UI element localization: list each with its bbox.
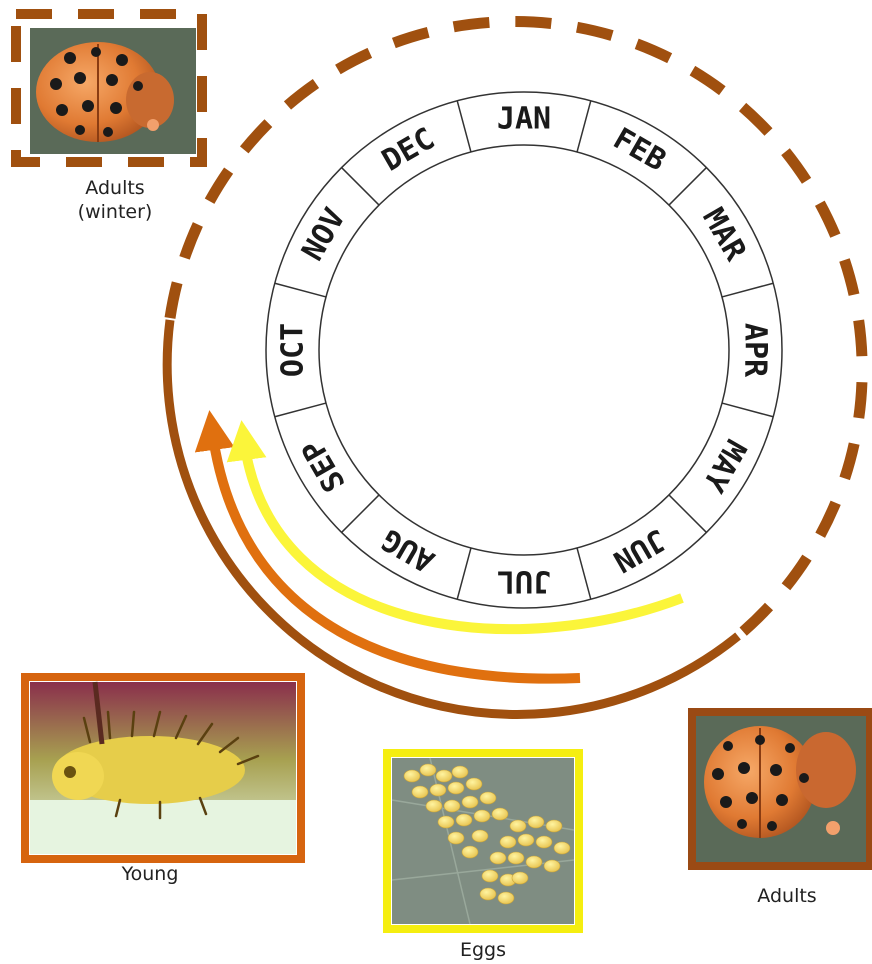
egg xyxy=(500,836,516,848)
egg xyxy=(430,784,446,796)
adults-photo xyxy=(692,712,870,866)
egg xyxy=(448,832,464,844)
egg xyxy=(472,830,488,842)
egg xyxy=(528,816,544,828)
month-label-jan: JAN xyxy=(497,102,551,137)
egg xyxy=(480,792,496,804)
month-label-jul: JUL xyxy=(497,564,551,599)
month-wheel: JANFEBMARAPRMAYJUNJULAUGSEPOCTNOVDEC xyxy=(266,92,782,608)
egg xyxy=(526,856,542,868)
egg xyxy=(492,808,508,820)
egg xyxy=(482,870,498,882)
egg xyxy=(412,786,428,798)
egg xyxy=(474,810,490,822)
egg xyxy=(444,800,460,812)
adults-caption: Adults xyxy=(732,884,842,908)
egg xyxy=(490,852,506,864)
egg xyxy=(456,814,472,826)
egg xyxy=(554,842,570,854)
egg xyxy=(498,892,514,904)
egg xyxy=(462,846,478,858)
egg xyxy=(420,764,436,776)
young-photo xyxy=(25,677,301,859)
egg xyxy=(466,778,482,790)
egg xyxy=(452,766,468,778)
egg xyxy=(438,816,454,828)
adults-winter-photo xyxy=(16,14,202,162)
egg xyxy=(426,800,442,812)
egg xyxy=(512,872,528,884)
wheel-inner-ring xyxy=(319,145,729,555)
egg xyxy=(544,860,560,872)
eggs-caption: Eggs xyxy=(428,938,538,962)
egg xyxy=(462,796,478,808)
egg xyxy=(546,820,562,832)
egg xyxy=(508,852,524,864)
egg xyxy=(510,820,526,832)
egg xyxy=(404,770,420,782)
egg xyxy=(518,834,534,846)
month-label-oct: OCT xyxy=(276,323,311,377)
egg xyxy=(436,770,452,782)
adults-winter-caption-line1: Adults xyxy=(40,176,190,200)
adults-winter-caption: Adults (winter) xyxy=(40,176,190,224)
eggs-photo xyxy=(387,753,579,929)
month-label-apr: APR xyxy=(738,323,773,378)
egg xyxy=(536,836,552,848)
egg xyxy=(448,782,464,794)
young-caption: Young xyxy=(90,862,210,886)
egg xyxy=(480,888,496,900)
adults-winter-caption-line2: (winter) xyxy=(40,200,190,224)
